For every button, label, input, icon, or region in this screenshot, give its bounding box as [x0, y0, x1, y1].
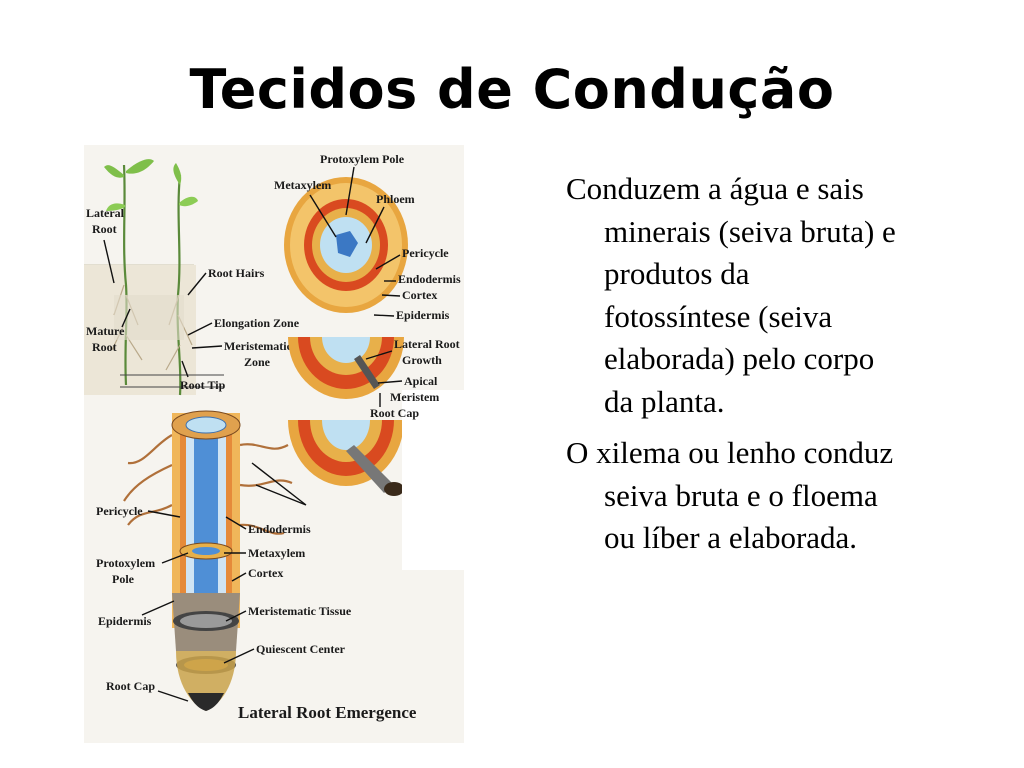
- label-cortex-top: Cortex: [402, 288, 437, 302]
- label-meristematic-tissue: Meristematic Tissue: [248, 604, 352, 618]
- label-protoxylem-pole-top: Protoxylem Pole: [320, 152, 405, 166]
- label-mature-root-2: Root: [92, 340, 117, 354]
- seedlings-drawing: [84, 159, 224, 396]
- cross-section-middle: [288, 337, 404, 399]
- label-pericycle-left: Pericycle: [96, 504, 143, 518]
- slide-title: Tecidos de Condução: [189, 58, 835, 121]
- label-lateral-root-1: Lateral: [86, 206, 125, 220]
- label-root-hairs: Root Hairs: [208, 266, 265, 280]
- bullet-paragraph-1: Conduzem a água e sais minerais (seiva b…: [566, 171, 896, 419]
- cross-section-top: [284, 177, 408, 313]
- label-metaxylem-top: Metaxylem: [274, 178, 331, 192]
- bullet-paragraph-2: O xilema ou lenho conduz seiva bruta e o…: [566, 435, 894, 555]
- label-phloem: Phloem: [376, 192, 415, 206]
- label-protoxylem-pole-left-2: Pole: [112, 572, 135, 586]
- label-meristematic-zone-2: Zone: [244, 355, 271, 369]
- label-endodermis-mid: Endodermis: [248, 522, 311, 536]
- root-anatomy-illustration: Lateral Root Root Hairs Mature Root Elon…: [84, 145, 464, 743]
- label-pericycle-top: Pericycle: [402, 246, 449, 260]
- label-elongation-zone: Elongation Zone: [214, 316, 300, 330]
- label-meristematic-zone-1: Meristematic: [224, 339, 293, 353]
- label-metaxylem-mid: Metaxylem: [248, 546, 305, 560]
- label-root-cap-top: Root Cap: [370, 406, 419, 420]
- label-protoxylem-pole-left-1: Protoxylem: [96, 556, 155, 570]
- label-root-cap-left: Root Cap: [106, 679, 155, 693]
- label-apical-meristem-1: Apical: [404, 374, 438, 388]
- label-apical-meristem-2: Meristem: [390, 390, 439, 404]
- label-cortex-mid: Cortex: [248, 566, 283, 580]
- label-lateral-root-2: Root: [92, 222, 117, 236]
- slide-body: Conduzem a água e sais minerais (seiva b…: [566, 168, 896, 569]
- label-endodermis-top: Endodermis: [398, 272, 461, 286]
- label-epidermis-left: Epidermis: [98, 614, 152, 628]
- longitudinal-root-drawing: [123, 410, 293, 711]
- figure-caption: Lateral Root Emergence: [238, 703, 417, 722]
- label-lateral-root-growth-1: Lateral Root: [394, 337, 460, 351]
- label-lateral-root-growth-2: Growth: [402, 353, 442, 367]
- label-epidermis-top: Epidermis: [396, 308, 450, 322]
- cross-section-bottom: [288, 420, 404, 496]
- label-root-tip: Root Tip: [180, 378, 226, 392]
- label-quiescent-center: Quiescent Center: [256, 642, 346, 656]
- label-mature-root-1: Mature: [86, 324, 125, 338]
